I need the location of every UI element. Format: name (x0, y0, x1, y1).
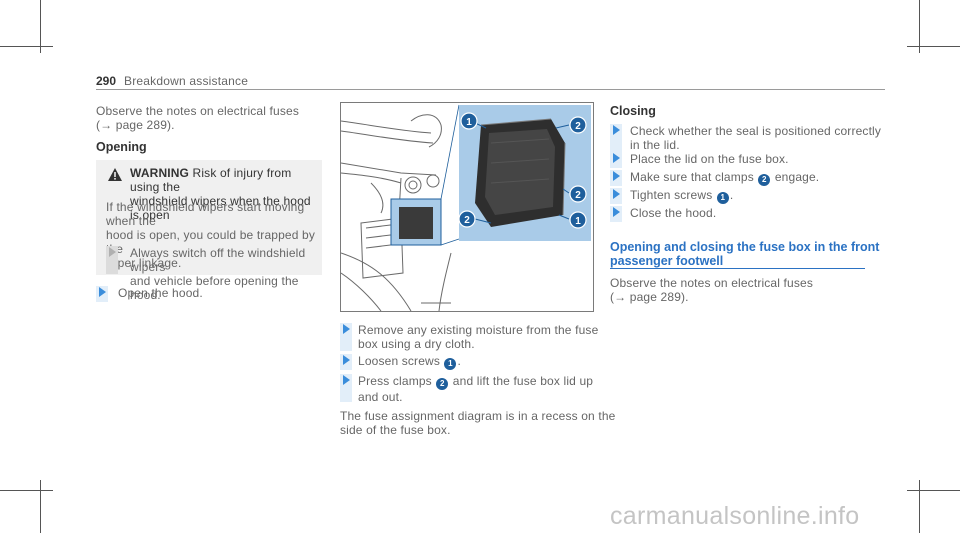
watermark: carmanualsonline.info (610, 502, 860, 530)
note-line: The fuse assignment diagram is in a rece… (340, 409, 616, 423)
crop-mark (0, 46, 53, 47)
callout-2-icon: 2 (758, 174, 771, 186)
section-heading-rule (610, 268, 865, 269)
crop-mark (40, 0, 41, 53)
step-text: Make sure that clamps (630, 170, 758, 184)
step-arrow-icon (343, 355, 350, 365)
section-heading-line: Opening and closing the fuse box in the … (610, 240, 880, 254)
step-arrow-icon (613, 207, 620, 217)
fuse-box-illustration: 1 2 2 2 1 (341, 104, 591, 311)
svg-text:2: 2 (575, 121, 581, 132)
step-arrow-icon (343, 324, 350, 334)
step-tighten-screws: Tighten screws 1. (630, 188, 733, 204)
step-arrow-icon (99, 287, 106, 297)
page-reference-link[interactable]: (→ page 289). (610, 290, 689, 304)
page-number: 290 (96, 74, 117, 88)
intro-line: Observe the notes on electrical fuses (610, 276, 813, 290)
callout-2-icon: 2 (562, 185, 587, 203)
step-text: Loosen screws (358, 354, 444, 368)
callout-1-icon: 1 (460, 112, 487, 130)
warning-title: WARNING Risk of injury from using the wi… (130, 166, 322, 222)
step-text: Tighten screws (630, 188, 716, 202)
callout-2-icon: 2 (555, 116, 587, 134)
callout-2-icon: 2 (458, 210, 492, 228)
intro-text: Observe the notes on electrical fuses (→… (96, 104, 299, 132)
step-text: engage. (771, 170, 820, 184)
svg-text:2: 2 (575, 190, 581, 201)
svg-text:1: 1 (466, 117, 472, 128)
svg-text:2: 2 (464, 215, 470, 226)
step-arrow-icon (613, 153, 620, 163)
section-heading-line: passenger footwell (610, 254, 724, 268)
crop-mark (919, 0, 920, 53)
step-line: box using a dry cloth. (358, 337, 475, 351)
header-divider (96, 89, 885, 90)
step-line: in the lid. (630, 138, 680, 152)
step-line: and out. (358, 390, 403, 404)
warning-step-line: Always switch off the windshield wipers (130, 246, 306, 274)
closing-heading: Closing (610, 104, 656, 118)
callout-1-icon: 1 (558, 211, 587, 229)
step-line: Remove any existing moisture from the fu… (358, 323, 599, 337)
step-text: . (457, 354, 461, 368)
step-close-hood: Close the hood. (630, 206, 717, 220)
step-line: Check whether the seal is positioned cor… (630, 124, 882, 138)
callout-1-icon: 1 (444, 358, 457, 370)
crop-mark (907, 490, 960, 491)
step-text: Press clamps (358, 374, 436, 388)
footwell-section-heading: Opening and closing the fuse box in the … (610, 240, 879, 268)
intro-line: Observe the notes on electrical fuses (96, 104, 299, 118)
svg-text:1: 1 (575, 216, 581, 227)
step-open-hood: Open the hood. (118, 286, 203, 300)
step-press-clamps: Press clamps 2 and lift the fuse box lid… (358, 374, 593, 404)
warning-body: If the windshield wipers start moving wh… (106, 200, 322, 270)
crop-mark (40, 480, 41, 533)
page-reference-link[interactable]: (→ page 289). (96, 118, 175, 132)
step-text: . (729, 188, 734, 202)
opening-heading: Opening (96, 140, 147, 154)
step-arrow-icon (613, 171, 620, 181)
warning-body-line: If the windshield wipers start moving wh… (106, 200, 305, 228)
step-check-seal: Check whether the seal is positioned cor… (630, 124, 881, 152)
note-line: side of the fuse box. (340, 423, 451, 437)
step-arrow-icon (613, 189, 620, 199)
warning-title-line: windshield wipers when the hood is open (130, 194, 311, 222)
warning-triangle-icon (108, 168, 122, 181)
fuse-diagram-note: The fuse assignment diagram is in a rece… (340, 409, 616, 437)
step-loosen-screws: Loosen screws 1. (358, 354, 461, 370)
step-arrow-icon (613, 125, 620, 135)
crop-mark (907, 46, 960, 47)
engine-bay-figure: 1 2 2 2 1 (340, 102, 594, 312)
crop-mark (0, 490, 53, 491)
warning-body-line: wiper linkage. (106, 256, 182, 270)
warning-step-line: and vehicle before opening the hood. (130, 274, 299, 302)
step-remove-moisture: Remove any existing moisture from the fu… (358, 323, 598, 351)
warning-title-text: Risk of injury from using the (130, 166, 292, 194)
step-text: and lift the fuse box lid up (449, 374, 594, 388)
warning-box: WARNING Risk of injury from using the wi… (96, 160, 322, 302)
step-clamps-engage: Make sure that clamps 2 engage. (630, 170, 819, 186)
step-place-lid: Place the lid on the fuse box. (630, 152, 789, 166)
footwell-intro-text: Observe the notes on electrical fuses (→… (610, 276, 813, 304)
callout-2-icon: 2 (436, 378, 449, 390)
warning-label: WARNING (130, 166, 190, 180)
page-section-title: Breakdown assistance (124, 74, 249, 88)
step-arrow-icon (343, 375, 350, 385)
step-arrow-icon (109, 247, 116, 257)
crop-mark (919, 480, 920, 533)
callout-1-icon: 1 (716, 192, 729, 204)
warning-step: Always switch off the windshield wipers … (130, 246, 322, 302)
